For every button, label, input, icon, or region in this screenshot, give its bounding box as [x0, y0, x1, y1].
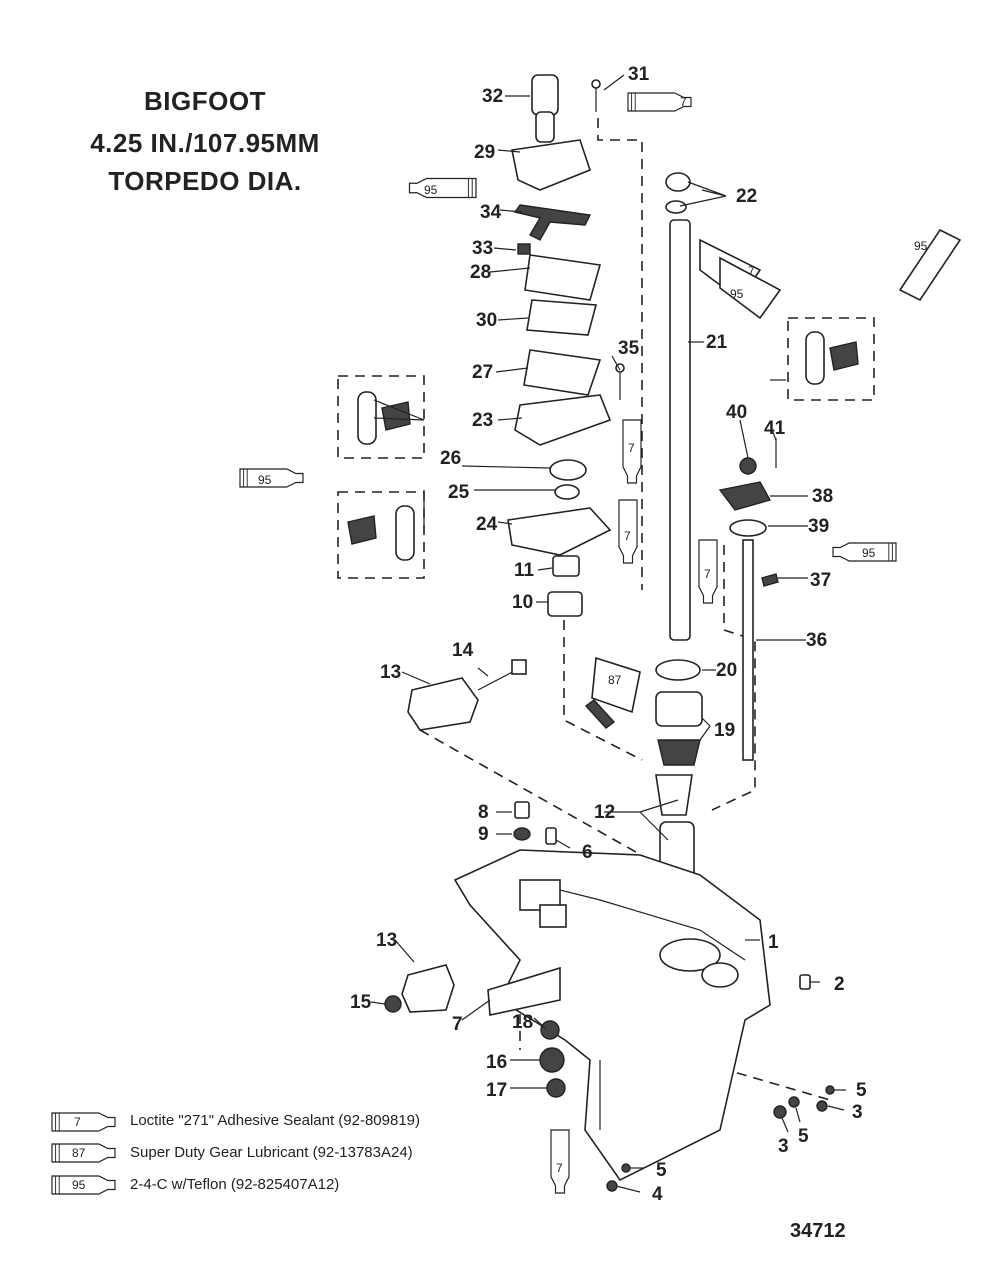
callout-25: 25 — [448, 482, 470, 503]
diagram-title-line-1: BIGFOOT — [144, 86, 266, 116]
dash-line-pump-to-driveshaft — [597, 118, 643, 590]
callout-24: 24 — [476, 514, 498, 535]
callout-7: 7 — [452, 1014, 463, 1035]
callout-13: 13 — [376, 930, 397, 951]
callout-31: 31 — [628, 64, 650, 85]
detail-box-38 — [787, 317, 875, 401]
callout-34: 34 — [480, 202, 502, 223]
tube-label-7: 7 — [680, 95, 687, 109]
callout-40: 40 — [726, 402, 747, 423]
legend-item-teflon: 2-4-C w/Teflon (92-825407A12) — [130, 1176, 340, 1193]
callout-4: 4 — [652, 1184, 663, 1205]
legend-tube-icons: 7 87 95 — [51, 1112, 116, 1195]
svg-text:7: 7 — [74, 1115, 81, 1129]
detail-box-26 — [337, 375, 425, 459]
tube-label-7: 7 — [556, 1161, 563, 1175]
callout-19: 19 — [714, 720, 735, 741]
tube-label-95: 95 — [862, 546, 876, 560]
dash-line-anode — [419, 729, 651, 861]
callout-8: 8 — [478, 802, 489, 823]
dash-line-bearing-to-housing — [563, 620, 643, 761]
callout-11: 11 — [514, 560, 535, 581]
tube-label-95: 95 — [258, 473, 272, 487]
callout-3: 3 — [852, 1102, 863, 1123]
tube-label-7: 7 — [748, 264, 755, 278]
callout-38: 38 — [812, 486, 833, 507]
legend-item-loctite: Loctite "271" Adhesive Sealant (92-80981… — [130, 1112, 421, 1129]
detail-box-25 — [337, 491, 425, 579]
dash-line-shift-shaft — [711, 545, 756, 811]
small-hardware — [384, 699, 835, 1192]
callout-29: 29 — [474, 142, 495, 163]
tube-label-95: 95 — [424, 183, 438, 197]
diagram-title-line-3: TORPEDO DIA. — [108, 166, 302, 196]
callout-26: 26 — [440, 448, 461, 469]
callout-39: 39 — [808, 516, 829, 537]
callout-27: 27 — [472, 362, 493, 383]
callout-20: 20 — [716, 660, 737, 681]
callout-13: 13 — [380, 662, 401, 683]
drive-shaft — [655, 172, 703, 883]
water-pump-parts — [507, 74, 625, 617]
callout-5: 5 — [798, 1126, 809, 1147]
callout-3: 3 — [778, 1136, 789, 1157]
callout-5: 5 — [856, 1080, 867, 1101]
callout-30: 30 — [476, 310, 497, 331]
callout-36: 36 — [806, 630, 827, 651]
tube-label-87: 87 — [608, 673, 622, 687]
tube-label-95: 95 — [730, 287, 744, 301]
tube-label-7: 7 — [628, 441, 635, 455]
callout-5: 5 — [656, 1160, 667, 1181]
callout-22: 22 — [736, 186, 757, 207]
svg-text:95: 95 — [72, 1178, 86, 1192]
callout-33: 33 — [472, 238, 493, 259]
tube-label-7: 7 — [704, 567, 711, 581]
callout-numbers: 1 2 3 3 4 5 5 5 6 7 8 9 10 11 12 13 13 1… — [350, 64, 867, 1205]
gear-housing — [453, 849, 771, 1182]
callout-23: 23 — [472, 410, 493, 431]
callout-2: 2 — [834, 974, 845, 995]
document-number: 34712 — [790, 1220, 846, 1242]
callout-32: 32 — [482, 86, 503, 107]
diagram-title-line-2: 4.25 IN./107.95MM — [90, 128, 320, 158]
leader-lines — [370, 74, 846, 1193]
callout-21: 21 — [706, 332, 728, 353]
callout-28: 28 — [470, 262, 491, 283]
callout-9: 9 — [478, 824, 489, 845]
legend-item-gear-lubricant: Super Duty Gear Lubricant (92-13783A24) — [130, 1144, 413, 1161]
svg-text:87: 87 — [72, 1146, 86, 1160]
callout-41: 41 — [764, 418, 786, 439]
callout-35: 35 — [618, 338, 640, 359]
callout-16: 16 — [486, 1052, 507, 1073]
callout-1: 1 — [768, 932, 779, 953]
callout-17: 17 — [486, 1080, 507, 1101]
callout-18: 18 — [512, 1012, 533, 1033]
callout-15: 15 — [350, 992, 372, 1013]
tube-label-7: 7 — [624, 529, 631, 543]
callout-12: 12 — [594, 802, 615, 823]
callout-10: 10 — [512, 592, 533, 613]
anode-and-bolt — [407, 659, 527, 731]
callout-37: 37 — [810, 570, 831, 591]
callout-6: 6 — [582, 842, 593, 863]
shift-shaft — [718, 438, 779, 761]
seal-installation-icon — [347, 331, 859, 561]
callout-14: 14 — [452, 640, 474, 661]
tube-label-95: 95 — [914, 239, 928, 253]
lubricant-tubes — [239, 92, 962, 1194]
